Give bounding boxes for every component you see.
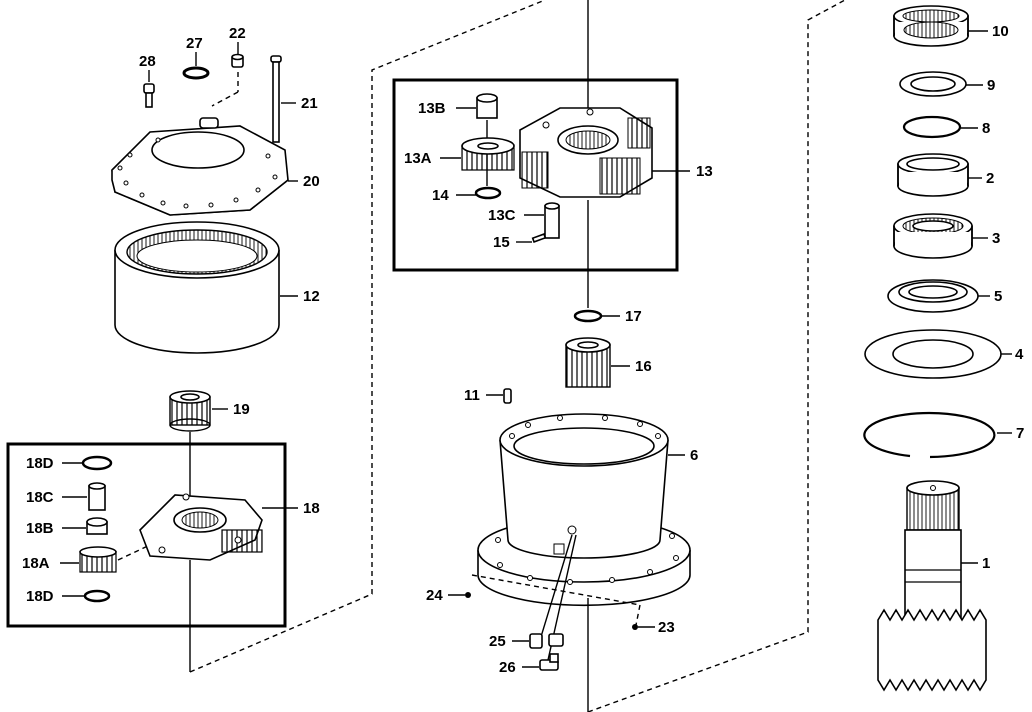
label-12: 12	[303, 288, 320, 305]
label-4: 4	[1015, 346, 1024, 363]
spring-pin-15	[531, 233, 547, 243]
hose-line-25	[539, 534, 573, 641]
snap-ring-8	[902, 115, 962, 139]
label-5: 5	[994, 288, 1002, 305]
thrust-plate-4	[864, 329, 1002, 379]
label-9: 9	[987, 77, 995, 94]
pin-11	[503, 388, 512, 404]
retaining-ring-7	[863, 411, 996, 459]
label-18d-bottom: 18D	[26, 588, 54, 605]
plug-23	[632, 624, 638, 630]
planet-gear-18a	[79, 546, 117, 573]
dashed-section-lines	[189, 0, 846, 712]
leader-22-dash2	[211, 91, 239, 107]
spacer-9	[899, 71, 967, 97]
pin-18c	[88, 482, 106, 511]
label-3: 3	[992, 230, 1000, 247]
label-13c: 13C	[488, 207, 516, 224]
label-7: 7	[1016, 425, 1024, 442]
label-1: 1	[982, 555, 990, 572]
label-18: 18	[303, 500, 320, 517]
label-23: 23	[658, 619, 675, 636]
assembly-13-box	[392, 78, 679, 272]
carrier-13	[519, 107, 653, 198]
dash-18a	[117, 544, 151, 561]
fitting-25	[529, 633, 564, 649]
dash-23-24	[471, 574, 641, 606]
housing-6	[477, 413, 691, 607]
bearing-18b	[86, 517, 108, 535]
label-19: 19	[233, 401, 250, 418]
seal-5	[887, 279, 979, 313]
pin-13b	[476, 93, 498, 119]
pin-13c	[544, 202, 560, 239]
ring-gear-12	[114, 221, 280, 354]
label-6: 6	[690, 447, 698, 464]
washer-17	[573, 309, 603, 323]
label-18b: 18B	[26, 520, 54, 537]
label-14: 14	[432, 187, 449, 204]
cover-plate-20	[111, 117, 289, 216]
label-2: 2	[986, 170, 994, 187]
label-8: 8	[982, 120, 990, 137]
washer-18d-top	[81, 455, 113, 471]
sun-gear-16	[565, 337, 611, 388]
sun-gear-19	[169, 390, 211, 432]
planet-gear-13a	[461, 137, 515, 171]
part-labels: 28 27 22 21 20 12 19 18D 18C 18B 18A 18D…	[22, 23, 1024, 676]
bearing-10	[893, 5, 969, 47]
label-13b: 13B	[418, 100, 446, 117]
fitting-26	[539, 653, 559, 671]
label-13: 13	[696, 163, 713, 180]
washer-18d-bottom	[83, 589, 111, 603]
long-bolt-21	[270, 55, 282, 143]
label-28: 28	[139, 53, 156, 70]
plug-22	[231, 53, 244, 68]
bearing-3	[893, 213, 973, 259]
label-27: 27	[186, 35, 203, 52]
carrier-18	[139, 493, 263, 561]
label-10: 10	[992, 23, 1009, 40]
o-ring-27	[182, 66, 210, 80]
label-16: 16	[635, 358, 652, 375]
label-24: 24	[426, 587, 443, 604]
label-13a: 13A	[404, 150, 432, 167]
label-18d-top: 18D	[26, 455, 54, 472]
label-11: 11	[464, 387, 480, 404]
washer-14	[474, 186, 502, 200]
label-25: 25	[489, 633, 506, 650]
assembly-18-box	[6, 442, 287, 628]
label-17: 17	[625, 308, 642, 325]
label-20: 20	[303, 173, 320, 190]
label-21: 21	[301, 95, 318, 112]
pinion-shaft-1	[877, 480, 987, 692]
label-18c: 18C	[26, 489, 54, 506]
label-18a: 18A	[22, 555, 50, 572]
bushing-2	[897, 153, 969, 197]
label-26: 26	[499, 659, 516, 676]
label-15: 15	[493, 234, 510, 251]
plug-24	[465, 592, 471, 598]
leader-lines	[60, 30, 1012, 668]
label-22: 22	[229, 25, 246, 42]
dash-23	[635, 604, 641, 626]
bolt-28	[143, 83, 155, 108]
